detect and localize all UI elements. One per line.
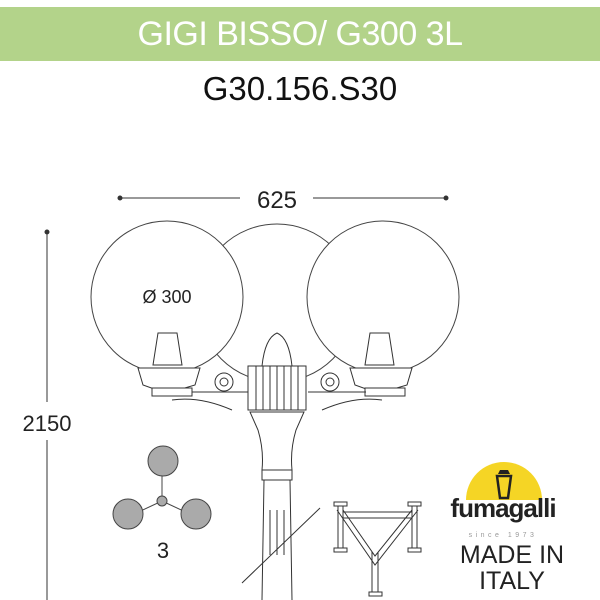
arms-layout-icon bbox=[112, 445, 212, 530]
globe-diameter-label: Ø 300 bbox=[142, 287, 191, 307]
fumagalli-logo: fumagalli since 1973 bbox=[450, 462, 557, 539]
arms-count-label: 3 bbox=[157, 538, 169, 563]
brand-name: fumagalli bbox=[450, 493, 555, 523]
product-title-banner: GIGI BISSO/ G300 3L bbox=[0, 7, 600, 61]
height-dimension bbox=[44, 229, 50, 600]
width-label: 625 bbox=[257, 187, 297, 214]
brand-since: since 1973 bbox=[469, 532, 538, 539]
lamp-post bbox=[137, 332, 413, 600]
width-dimension bbox=[117, 195, 449, 201]
product-code: G30.156.S30 bbox=[202, 70, 398, 107]
made-in-line1: MADE IN bbox=[460, 541, 564, 569]
height-label: 2150 bbox=[23, 411, 72, 436]
made-in-line2: ITALY bbox=[479, 567, 545, 595]
base-bracket bbox=[333, 501, 422, 597]
